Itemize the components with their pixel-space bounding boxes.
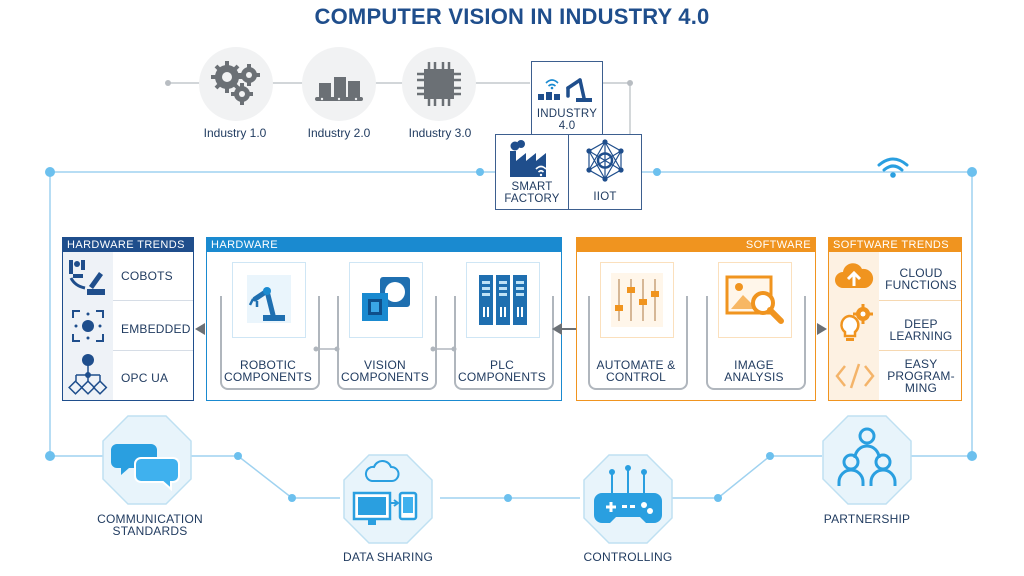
plc-bracket: [454, 296, 554, 390]
cloud-upload-icon: [835, 263, 874, 288]
iiot-box: IIOT: [568, 134, 642, 210]
st-divider-1: [879, 300, 961, 301]
bulb-gear-icon: [840, 304, 873, 341]
opc-ua-label: OPC UA: [121, 371, 169, 385]
robotic-components-card: [232, 262, 306, 338]
industry-2-label: Industry 2.0: [307, 126, 371, 140]
plc-components-line2: COMPONENTS: [457, 370, 546, 384]
automate-bracket: [588, 296, 688, 390]
hardware-trends-header: HARDWARE TRENDS: [63, 238, 193, 252]
easy-programming-line3: MING: [904, 381, 938, 395]
vision-components-line1: VISION: [364, 358, 406, 372]
automate-control-card: [600, 262, 674, 338]
gears-icon: [211, 61, 260, 105]
controller-icon: [594, 465, 662, 523]
data-sharing-label: DATA SHARING: [343, 550, 433, 564]
software-trends-panel: SOFTWARE TRENDS CLOUD FUNCTIONS DEEP LEA…: [828, 237, 962, 401]
industry-1-circle: [199, 47, 273, 121]
vision-components-line2: COMPONENTS: [340, 370, 429, 384]
software-header: SOFTWARE: [577, 238, 815, 252]
page-title: COMPUTER VISION IN INDUSTRY 4.0: [314, 4, 710, 29]
industry-4-box: INDUSTRY 4.0: [531, 61, 603, 135]
data-sharing-icon: [352, 460, 418, 525]
hardware-trends-panel: HARDWARE TRENDS COBOTS EMBEDDED: [62, 237, 194, 401]
hierarchy-icon: [68, 354, 108, 395]
arrow-right-icon: [817, 323, 827, 335]
vision-components-card: [349, 262, 423, 338]
partnership-octagon: [822, 415, 912, 505]
industry-2-circle: [302, 47, 376, 121]
communication-standards-line1: COMMUNICATION: [97, 512, 203, 526]
smart-factory-label-line1: SMART: [511, 181, 553, 193]
ht-divider-1: [113, 300, 193, 301]
image-analysis-line1: IMAGE: [734, 358, 774, 372]
software-trends-header: SOFTWARE TRENDS: [829, 238, 961, 252]
ht-divider-2: [113, 350, 193, 351]
assembly-line-icon: [315, 77, 363, 101]
cobots-label: COBOTS: [121, 269, 173, 283]
image-search-icon: [725, 275, 784, 324]
robotic-components-line2: COMPONENTS: [223, 370, 312, 384]
vision-bracket: [337, 296, 437, 390]
robotic-components-line1: ROBOTIC: [239, 358, 297, 372]
easy-programming-line2: PROGRAM-: [887, 369, 955, 383]
robotic-bracket: [220, 296, 320, 390]
code-icon: [835, 363, 875, 389]
sliders-icon: [611, 273, 663, 327]
plc-components-card: [466, 262, 540, 338]
cobot-icon: [69, 260, 105, 295]
cloud-functions-line2: FUNCTIONS: [885, 278, 957, 292]
smart-factory-label-line2: FACTORY: [504, 193, 560, 205]
arrow-left-icon: [195, 323, 205, 335]
controlling-octagon: [583, 454, 673, 544]
camera-icon: [362, 277, 410, 321]
people-icon: [837, 427, 897, 486]
industry-3-label: Industry 3.0: [408, 126, 472, 140]
factory-icon: [510, 140, 547, 177]
automate-control-line1: AUTOMATE &: [596, 358, 676, 372]
deep-learning-line2: LEARNING: [889, 329, 953, 343]
image-analysis-card: [718, 262, 792, 338]
chip-icon: [417, 62, 461, 106]
image-bracket: [706, 296, 806, 390]
robot-arm-icon: [247, 275, 291, 323]
hardware-header: HARDWARE: [207, 238, 561, 252]
data-sharing-octagon: [343, 454, 433, 544]
controlling-label: CONTROLLING: [583, 550, 673, 564]
partnership-label: PARTNERSHIP: [823, 512, 911, 526]
deep-learning-line1: DEEP: [904, 317, 938, 331]
iiot-label: IIOT: [593, 191, 617, 203]
wifi-icon: [877, 157, 909, 178]
image-analysis-line2: ANALYSIS: [724, 370, 784, 384]
industry-3-circle: [402, 47, 476, 121]
plc-icon: [479, 275, 527, 325]
industry-1-label: Industry 1.0: [203, 126, 267, 140]
chat-icon: [111, 444, 180, 492]
communication-octagon: [102, 415, 192, 505]
plc-components-line1: PLC: [490, 358, 514, 372]
industry-4-label-line1: INDUSTRY: [536, 108, 598, 120]
communication-standards-line2: STANDARDS: [112, 524, 188, 538]
smart-factory-box: SMART FACTORY: [495, 134, 569, 210]
embedded-icon: [72, 310, 104, 342]
industry-4-label-line2: 4.0: [558, 120, 576, 132]
st-divider-2: [879, 350, 961, 351]
cloud-functions-line1: CLOUD: [899, 266, 943, 280]
automate-control-line2: CONTROL: [605, 370, 667, 384]
easy-programming-line1: EASY: [904, 357, 938, 371]
network-icon: [586, 139, 624, 182]
embedded-label: EMBEDDED: [121, 322, 191, 336]
robot-arm-icon: [538, 78, 592, 102]
